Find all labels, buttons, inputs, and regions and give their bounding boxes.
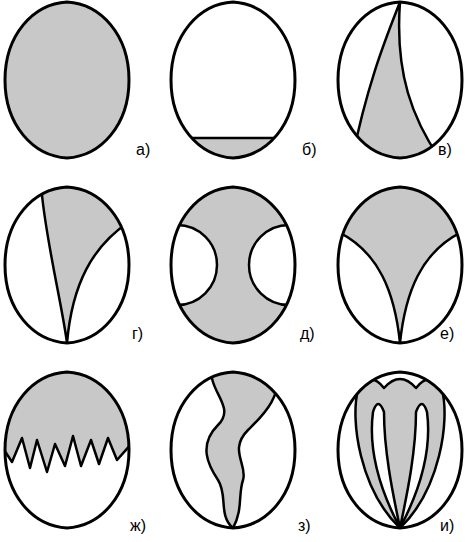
figure-label: в) — [438, 142, 452, 158]
hourglass-oval — [137, 175, 329, 355]
figure-label: з) — [298, 518, 311, 534]
wavy-oval — [171, 360, 295, 528]
wedge-oval — [338, 2, 462, 170]
fan-oval — [338, 372, 462, 528]
bottom-segment-oval — [158, 2, 308, 178]
figure-label: ж) — [130, 518, 146, 534]
figure-label: и) — [440, 518, 454, 534]
top-wedge-oval — [5, 175, 132, 343]
figure-label: а) — [136, 142, 150, 158]
filled-oval — [0, 0, 137, 170]
figure-label: г) — [132, 326, 143, 342]
cusp-oval — [334, 175, 465, 343]
jagged-oval — [1, 360, 133, 528]
figure-label: б) — [302, 142, 317, 158]
figure-label: е) — [440, 326, 454, 342]
figure-label: д) — [300, 326, 315, 342]
